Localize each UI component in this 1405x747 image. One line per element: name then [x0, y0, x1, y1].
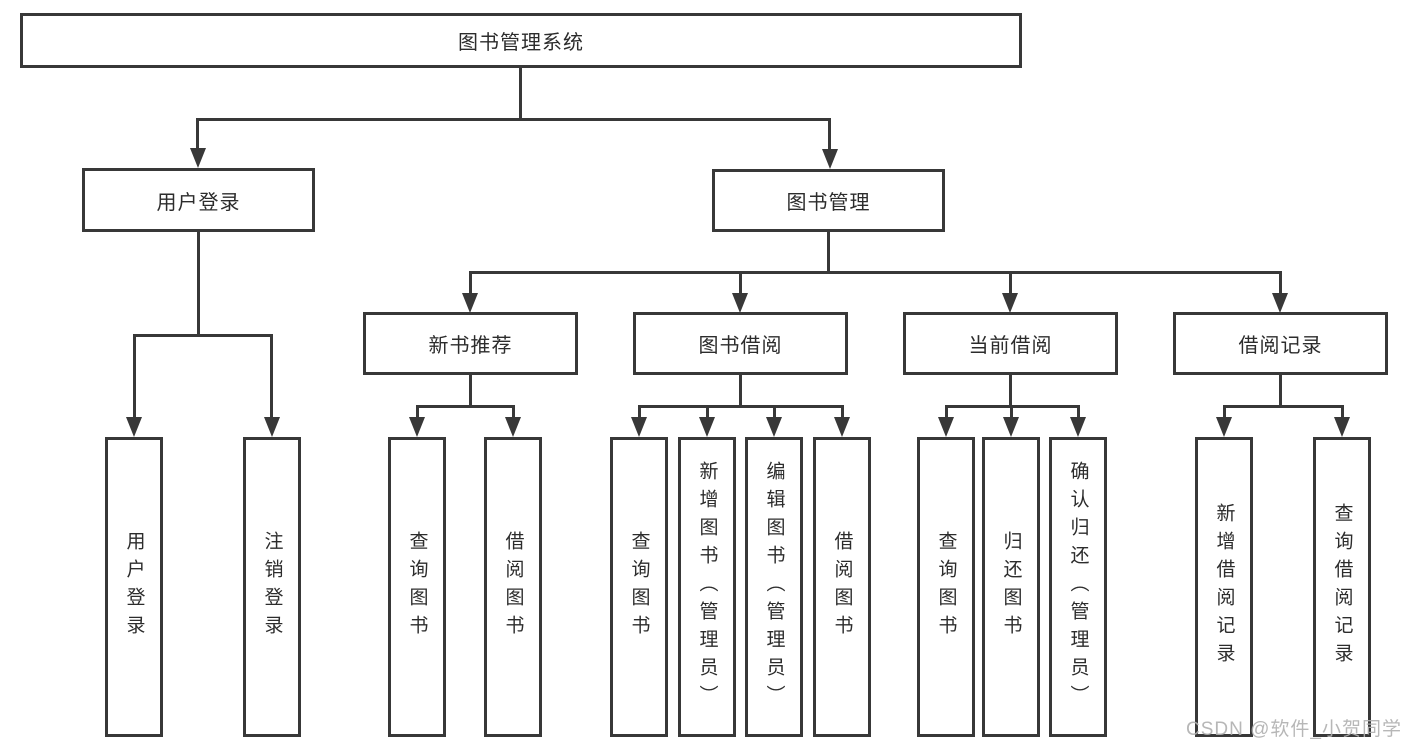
leaf-return-books-label: 归还图书 [1000, 531, 1022, 643]
connector-line [416, 405, 419, 421]
node-borrow-record-label: 借阅记录 [1238, 335, 1323, 357]
connector-line [469, 271, 472, 297]
connector-line [512, 405, 515, 421]
leaf-add-borrow-record: 新增借阅记录 [1195, 437, 1253, 737]
connector-line [1223, 405, 1344, 408]
leaf-query-borrow-record-label: 查询借阅记录 [1331, 503, 1353, 671]
leaf-recommend-query-books-label: 查询图书 [406, 531, 428, 643]
leaf-return-books: 归还图书 [982, 437, 1040, 737]
leaf-confirm-return-admin-label: 确认归还（管理员） [1067, 461, 1089, 713]
leaf-add-book-admin-label: 新增图书（管理员） [696, 461, 718, 713]
node-book-borrow-label: 图书借阅 [698, 335, 783, 357]
leaf-borrow-books-label: 借阅图书 [831, 531, 853, 643]
node-book-borrow: 图书借阅 [633, 312, 848, 375]
leaf-borrow-query-books: 查询图书 [610, 437, 668, 737]
leaf-recommend-query-books: 查询图书 [388, 437, 446, 737]
connector-line [197, 230, 200, 337]
leaf-current-query-books: 查询图书 [917, 437, 975, 737]
connector-line [416, 405, 515, 408]
leaf-user-login: 用户登录 [105, 437, 163, 737]
connector-arrow [834, 417, 850, 437]
connector-line [270, 334, 273, 420]
leaf-add-book-admin: 新增图书（管理员） [678, 437, 736, 737]
connector-arrow [732, 293, 748, 313]
connector-arrow [462, 293, 478, 313]
connector-line [469, 373, 472, 407]
connector-line [1341, 405, 1344, 421]
leaf-current-query-books-label: 查询图书 [935, 531, 957, 643]
leaf-recommend-borrow-books: 借阅图书 [484, 437, 542, 737]
connector-arrow [1216, 417, 1232, 437]
node-current-borrow-label: 当前借阅 [968, 335, 1053, 357]
connector-line [945, 405, 948, 421]
connector-line [739, 271, 742, 297]
connector-line [133, 334, 136, 420]
connector-line [1223, 405, 1226, 421]
connector-line [706, 405, 709, 421]
node-current-borrow: 当前借阅 [903, 312, 1118, 375]
node-user-login: 用户登录 [82, 168, 315, 232]
connector-arrow [1002, 293, 1018, 313]
connector-arrow [822, 149, 838, 169]
leaf-borrow-books: 借阅图书 [813, 437, 871, 737]
connector-arrow [766, 417, 782, 437]
node-new-book-recommend: 新书推荐 [363, 312, 578, 375]
connector-line [133, 334, 273, 337]
node-book-management: 图书管理 [712, 169, 945, 232]
leaf-add-borrow-record-label: 新增借阅记录 [1213, 503, 1235, 671]
connector-line [469, 271, 1281, 274]
node-user-login-label: 用户登录 [156, 191, 241, 214]
connector-arrow [264, 417, 280, 437]
connector-line [1279, 271, 1282, 297]
connector-line [1009, 373, 1012, 407]
connector-line [638, 405, 641, 421]
leaf-user-login-label: 用户登录 [123, 531, 145, 643]
connector-arrow [1070, 417, 1086, 437]
connector-arrow [631, 417, 647, 437]
connector-arrow [505, 417, 521, 437]
connector-line [1279, 373, 1282, 407]
leaf-recommend-borrow-books-label: 借阅图书 [502, 531, 524, 643]
connector-arrow [126, 417, 142, 437]
connector-line [828, 118, 831, 154]
connector-arrow [699, 417, 715, 437]
node-book-management-label: 图书管理 [786, 192, 871, 214]
connector-arrow [409, 417, 425, 437]
connector-line [827, 230, 830, 273]
node-root-system: 图书管理系统 [20, 13, 1022, 68]
connector-line [773, 405, 776, 421]
connector-line [1010, 405, 1013, 421]
node-new-book-recommend-label: 新书推荐 [428, 335, 513, 357]
connector-arrow [938, 417, 954, 437]
connector-line [1009, 271, 1012, 297]
leaf-query-borrow-record: 查询借阅记录 [1313, 437, 1371, 737]
leaf-borrow-query-books-label: 查询图书 [628, 531, 650, 643]
connector-arrow [1334, 417, 1350, 437]
csdn-watermark: CSDN @软件_小贺同学 [1186, 719, 1402, 740]
connector-arrow [1003, 417, 1019, 437]
connector-line [638, 405, 844, 408]
node-root-label: 图书管理系统 [458, 32, 584, 54]
connector-line [196, 118, 199, 154]
connector-line [841, 405, 844, 421]
connector-arrow [190, 148, 206, 168]
connector-line [739, 373, 742, 407]
connector-arrow [1272, 293, 1288, 313]
connector-line [196, 118, 831, 121]
leaf-edit-book-admin-label: 编辑图书（管理员） [763, 461, 785, 713]
leaf-logout: 注销登录 [243, 437, 301, 737]
leaf-confirm-return-admin: 确认归还（管理员） [1049, 437, 1107, 737]
connector-line [519, 66, 522, 120]
leaf-edit-book-admin: 编辑图书（管理员） [745, 437, 803, 737]
node-borrow-record: 借阅记录 [1173, 312, 1388, 375]
leaf-logout-label: 注销登录 [261, 531, 283, 643]
connector-line [1077, 405, 1080, 421]
